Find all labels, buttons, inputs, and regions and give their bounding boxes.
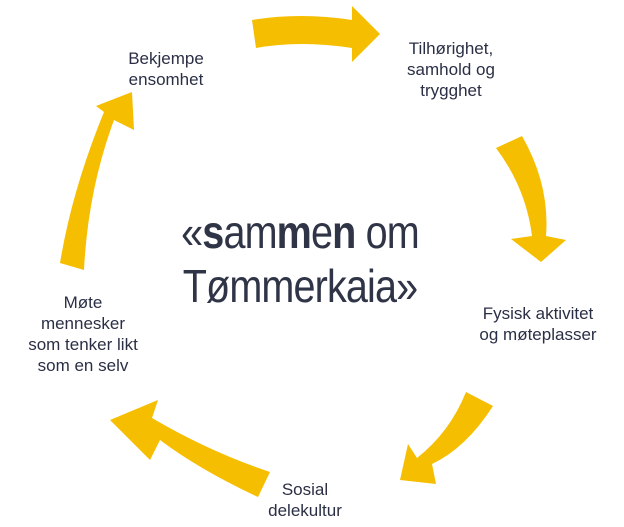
node-line: som en selv bbox=[37, 356, 129, 375]
center-word-om: om bbox=[355, 206, 420, 258]
arrow-left bbox=[60, 92, 134, 270]
node-mote-mennesker: Møte mennesker som tenker likt som en se… bbox=[8, 292, 158, 376]
center-word-m: m bbox=[276, 206, 312, 258]
node-line: ensomhet bbox=[128, 70, 204, 89]
node-line: trygghet bbox=[420, 81, 482, 100]
node-line: og møteplasser bbox=[479, 325, 597, 344]
arrow-top bbox=[252, 6, 380, 62]
node-line: Sosial bbox=[281, 480, 329, 499]
arrow-bottom-right bbox=[400, 392, 493, 484]
arrow-bottom-left bbox=[110, 400, 270, 497]
center-word-am: am bbox=[223, 206, 277, 258]
node-line: Fysisk aktivitet bbox=[482, 304, 594, 323]
center-title-line-2: Tømmerkaia» bbox=[182, 260, 418, 312]
node-line: Bekjempe bbox=[128, 49, 204, 68]
center-word-e: e bbox=[311, 206, 333, 258]
center-word-s: s bbox=[202, 206, 224, 258]
node-line: mennesker bbox=[40, 314, 126, 333]
arrow-right bbox=[496, 136, 566, 262]
center-title: «sammen om Tømmerkaia» bbox=[171, 205, 429, 313]
node-bekjempe-ensomhet: Bekjempe ensomhet bbox=[106, 48, 226, 90]
center-guillemet-open: « bbox=[181, 206, 203, 258]
node-line: Tilhørighet, bbox=[408, 39, 494, 58]
node-tilhorighet: Tilhørighet, samhold og trygghet bbox=[376, 38, 526, 101]
center-title-line-1: «sammen om bbox=[171, 205, 429, 259]
node-sosial-delekultur: Sosial delekultur bbox=[250, 479, 360, 521]
node-fysisk-aktivitet: Fysisk aktivitet og møteplasser bbox=[458, 303, 618, 345]
node-line: Møte bbox=[63, 293, 103, 312]
node-line: delekultur bbox=[268, 501, 342, 520]
node-line: samhold og bbox=[407, 60, 495, 79]
node-line: som tenker likt bbox=[28, 335, 138, 354]
center-word-n: n bbox=[332, 206, 356, 258]
